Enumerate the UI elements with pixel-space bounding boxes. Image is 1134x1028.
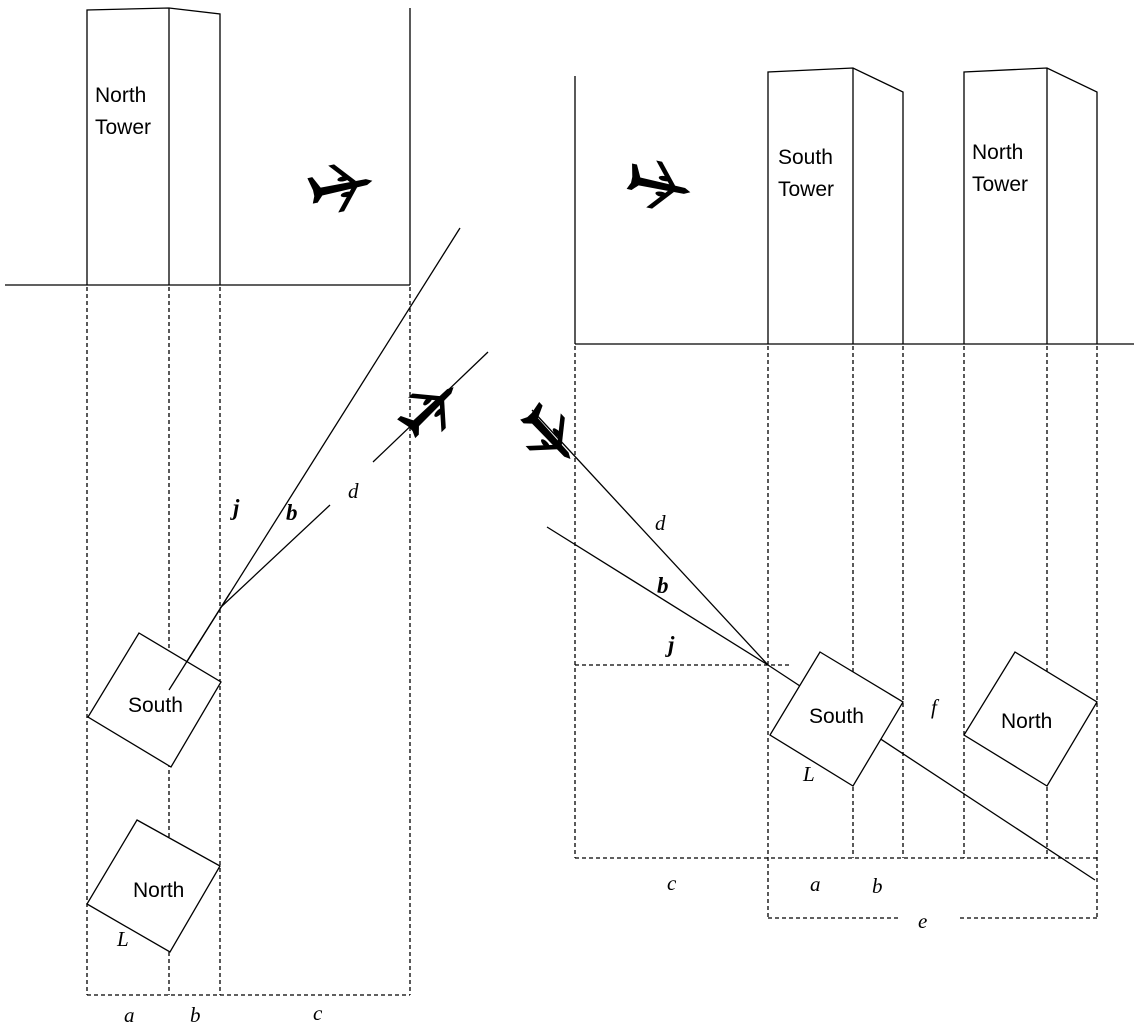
left-north-tower-elevation — [86, 7, 411, 285]
left-north-footprint — [86, 819, 221, 953]
right-var-f: f — [931, 695, 940, 719]
right-dim-b: b — [872, 874, 883, 898]
left-panel: North Tower South North j b d L a b — [5, 7, 489, 1027]
left-var-d: d — [348, 479, 359, 503]
right-north-tower-elevation — [963, 67, 1098, 344]
right-south-tower-label-2: Tower — [778, 178, 834, 201]
left-dim-a: a — [124, 1003, 135, 1027]
left-path-line-b — [219, 504, 331, 609]
right-var-b: b — [657, 573, 669, 598]
left-dim-b: b — [190, 1003, 201, 1027]
right-north-tower-label-1: North — [972, 141, 1023, 164]
left-path-line-j-inner — [168, 592, 231, 691]
airplane-icon — [623, 155, 696, 216]
right-path-line-b — [546, 526, 769, 666]
right-f-label-gap — [926, 694, 946, 720]
right-projection-lines — [574, 346, 1098, 919]
left-var-j: j — [229, 495, 240, 520]
right-north-tower-label-2: Tower — [972, 173, 1028, 196]
left-north-label: North — [133, 879, 184, 902]
right-north-footprint — [963, 651, 1098, 787]
right-var-j: j — [664, 632, 675, 657]
left-north-tower-label-1: North — [95, 84, 146, 107]
left-south-label: South — [128, 694, 183, 717]
airplane-icon — [509, 396, 589, 476]
left-var-L: L — [116, 927, 129, 951]
right-var-d: d — [655, 511, 666, 535]
right-panel: South Tower North Tower South — [509, 67, 1134, 933]
left-north-tower-label-2: Tower — [95, 116, 151, 139]
right-dim-e: e — [918, 909, 927, 933]
right-path-line-d — [531, 409, 769, 666]
airplane-icon — [391, 369, 471, 449]
right-south-tower-label-1: South — [778, 146, 833, 169]
left-south-footprint — [87, 632, 222, 768]
right-north-label: North — [1001, 710, 1052, 733]
right-south-label: South — [809, 705, 864, 728]
right-dim-c: c — [667, 871, 677, 895]
right-dim-a: a — [810, 872, 821, 896]
left-dim-c: c — [313, 1001, 323, 1025]
left-var-b: b — [286, 500, 298, 525]
right-south-tower-elevation — [767, 67, 904, 344]
right-var-L: L — [802, 762, 815, 786]
right-south-footprint — [769, 651, 904, 787]
airplane-icon — [305, 157, 378, 218]
